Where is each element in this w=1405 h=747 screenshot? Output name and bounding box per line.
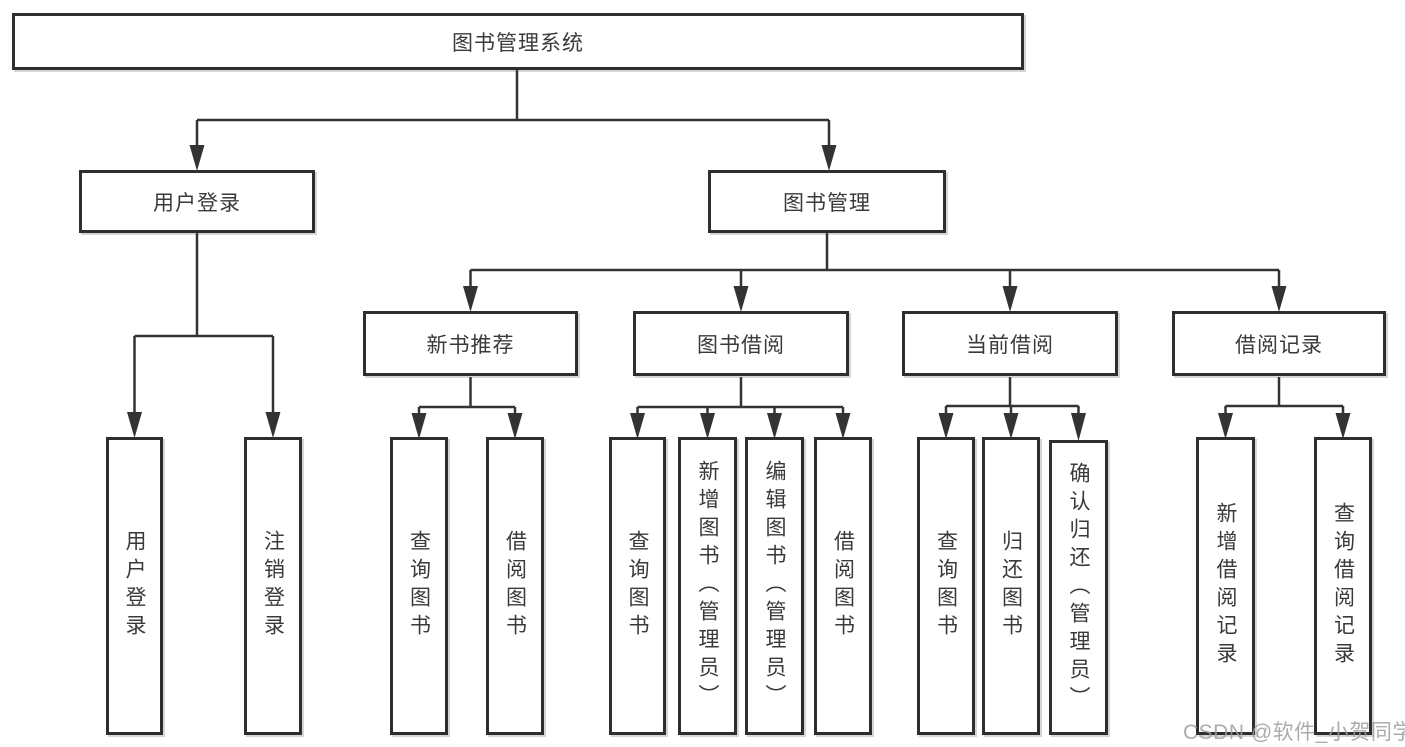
node-book-management: 图书管理 [708,170,946,233]
leaf-query-borrow-record: 查询借阅记录 [1314,437,1372,735]
leaf-logout-login: 注销登录 [244,437,302,735]
leaf-query-books-recommend: 查询图书 [390,437,448,735]
leaf-confirm-return-admin: 确认归还（管理员） [1049,440,1108,735]
node-current-borrowing: 当前借阅 [902,311,1118,376]
node-borrowing-records: 借阅记录 [1172,311,1386,376]
node-root-library-management-system: 图书管理系统 [12,13,1024,70]
leaf-borrow-books-recommend: 借阅图书 [486,437,544,735]
node-book-borrowing: 图书借阅 [633,311,849,376]
leaf-add-books-admin: 新增图书（管理员） [678,437,737,735]
leaf-return-books: 归还图书 [982,437,1040,735]
leaf-edit-books-admin: 编辑图书（管理员） [745,437,804,735]
node-new-book-recommendation: 新书推荐 [363,311,578,376]
node-user-login: 用户登录 [79,170,315,233]
leaf-query-books-borrow: 查询图书 [609,437,666,735]
leaf-borrow-books: 借阅图书 [814,437,872,735]
arrowhead-icons [127,145,1351,441]
leaf-query-books-current: 查询图书 [917,437,975,735]
leaf-user-login: 用户登录 [106,437,163,735]
csdn-watermark: CSDN @软件_小贺同学 [1183,721,1405,744]
leaf-add-borrow-record: 新增借阅记录 [1196,437,1255,735]
